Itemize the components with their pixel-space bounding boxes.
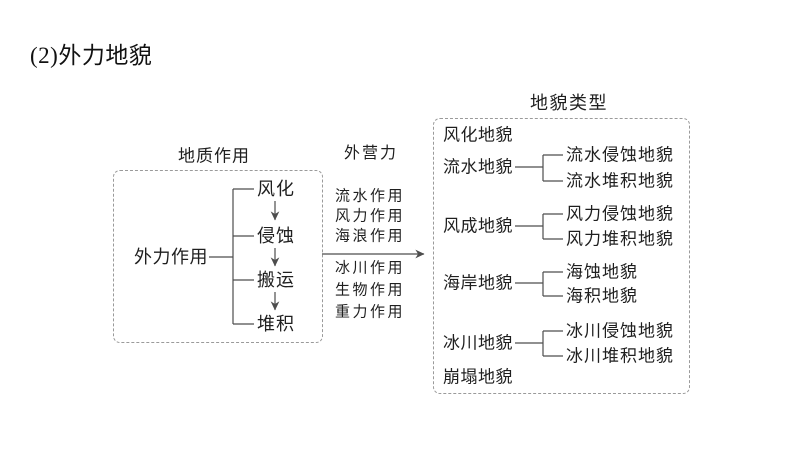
process-transport: 搬运 [257, 270, 295, 290]
sub-marine-deposition: 海积地貌 [566, 286, 638, 306]
sub-glacial-deposition: 冰川堆积地貌 [566, 346, 674, 366]
right-panel-box [433, 118, 690, 394]
landform-fluvial: 流水地貌 [443, 157, 513, 177]
agent-waves: 海浪作用 [335, 228, 406, 245]
landform-aeolian: 风成地貌 [443, 216, 513, 236]
process-deposition: 堆积 [257, 314, 295, 334]
middle-panel-header: 外营力 [343, 145, 399, 162]
agent-glacier: 冰川作用 [335, 260, 406, 277]
sub-fluvial-erosion: 流水侵蚀地貌 [566, 145, 674, 165]
landform-weathering: 风化地貌 [443, 125, 513, 145]
landform-glacial: 冰川地貌 [443, 333, 513, 353]
landform-collapse: 崩塌地貌 [443, 367, 513, 387]
sub-aeolian-deposition: 风力堆积地貌 [566, 229, 674, 249]
sub-glacial-erosion: 冰川侵蚀地貌 [566, 321, 674, 341]
agent-running-water: 流水作用 [335, 188, 406, 205]
right-panel-header: 地貌类型 [530, 93, 608, 113]
landform-coastal: 海岸地貌 [443, 273, 513, 293]
left-root-label: 外力作用 [134, 247, 208, 267]
page-title: (2)外力地貌 [30, 43, 153, 68]
sub-fluvial-deposition: 流水堆积地貌 [566, 171, 674, 191]
agent-gravity: 重力作用 [335, 304, 406, 321]
agent-wind: 风力作用 [335, 208, 406, 225]
process-erosion: 侵蚀 [257, 226, 295, 246]
left-panel-box [113, 170, 323, 343]
agent-biological: 生物作用 [335, 282, 406, 299]
left-panel-header: 地质作用 [178, 146, 250, 166]
sub-marine-erosion: 海蚀地貌 [566, 262, 638, 282]
sub-aeolian-erosion: 风力侵蚀地貌 [566, 204, 674, 224]
process-weathering: 风化 [257, 179, 295, 199]
